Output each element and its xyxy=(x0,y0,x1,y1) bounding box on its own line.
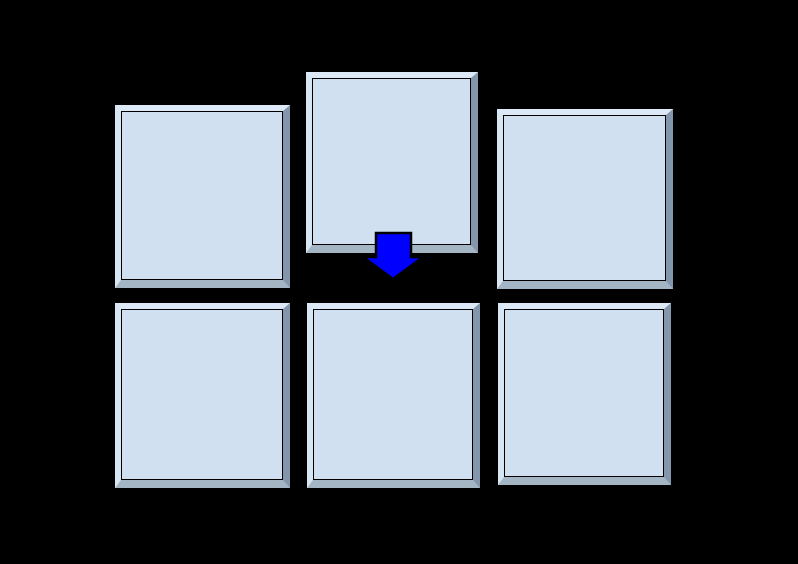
tile-top-left xyxy=(114,104,291,289)
tile-bottom-left xyxy=(114,302,291,489)
down-arrow-icon xyxy=(359,231,427,281)
tile-top-right xyxy=(496,108,674,290)
tile-bottom-middle xyxy=(306,302,481,489)
tile-top-middle xyxy=(305,71,479,254)
tile-bottom-right xyxy=(497,302,672,486)
down-arrow-shape xyxy=(359,231,427,281)
